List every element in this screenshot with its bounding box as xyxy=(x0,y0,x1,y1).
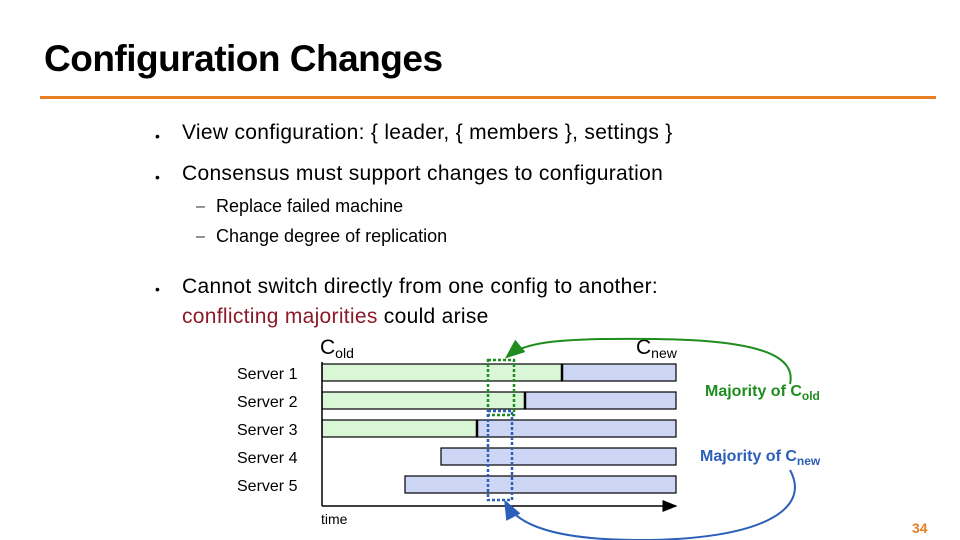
bullet-consensus-support: Consensus must support changes to config… xyxy=(182,162,664,185)
old-majority-window xyxy=(486,358,516,417)
time-axis-label: time xyxy=(321,511,348,527)
page-number: 34 xyxy=(912,520,928,536)
bullet-dot: • xyxy=(155,169,160,185)
conflicting-majorities-highlight: conflicting majorities xyxy=(182,305,378,328)
title-divider xyxy=(40,96,936,99)
server-label: Server 2 xyxy=(237,394,298,411)
server-1-old-config-bar xyxy=(321,363,563,382)
server-label: Server 4 xyxy=(237,450,298,467)
could-arise-text: could arise xyxy=(377,305,489,328)
c-old-label: Cold xyxy=(320,336,354,361)
bullet-cannot-switch-line2: conflicting majorities could arise xyxy=(182,305,489,329)
server-2-new-config-bar xyxy=(524,391,677,410)
server-2-old-config-bar xyxy=(321,391,526,410)
sub-bullet-replace-failed: Replace failed machine xyxy=(216,196,404,216)
server-4-new-config-bar xyxy=(440,447,677,466)
server-label: Server 5 xyxy=(237,478,298,495)
bullet-cannot-switch-line1: Cannot switch directly from one config t… xyxy=(182,275,659,298)
majority-old-arrow xyxy=(504,337,792,385)
sub-bullet-change-degree: Change degree of replication xyxy=(216,226,448,246)
server-label: Server 3 xyxy=(237,422,298,439)
new-majority-window xyxy=(486,409,514,502)
server-5-new-config-bar xyxy=(404,475,677,494)
sub-bullet-dash: – xyxy=(196,228,205,245)
bullet-dot: • xyxy=(155,281,160,297)
slide-title: Configuration Changes xyxy=(44,38,443,79)
bullet-view-configuration: View configuration: { leader, { members … xyxy=(182,121,673,144)
server-3-old-config-bar xyxy=(321,419,478,438)
sub-bullet-dash: – xyxy=(196,198,205,215)
majority-old-label: Majority of Cold xyxy=(705,383,820,403)
bullet-dot: • xyxy=(155,128,160,144)
server-1-new-config-bar xyxy=(561,363,677,382)
c-new-label: Cnew xyxy=(636,336,678,361)
server-label: Server 1 xyxy=(237,366,298,383)
majority-new-label: Majority of Cnew xyxy=(700,448,821,468)
server-3-new-config-bar xyxy=(476,419,677,438)
